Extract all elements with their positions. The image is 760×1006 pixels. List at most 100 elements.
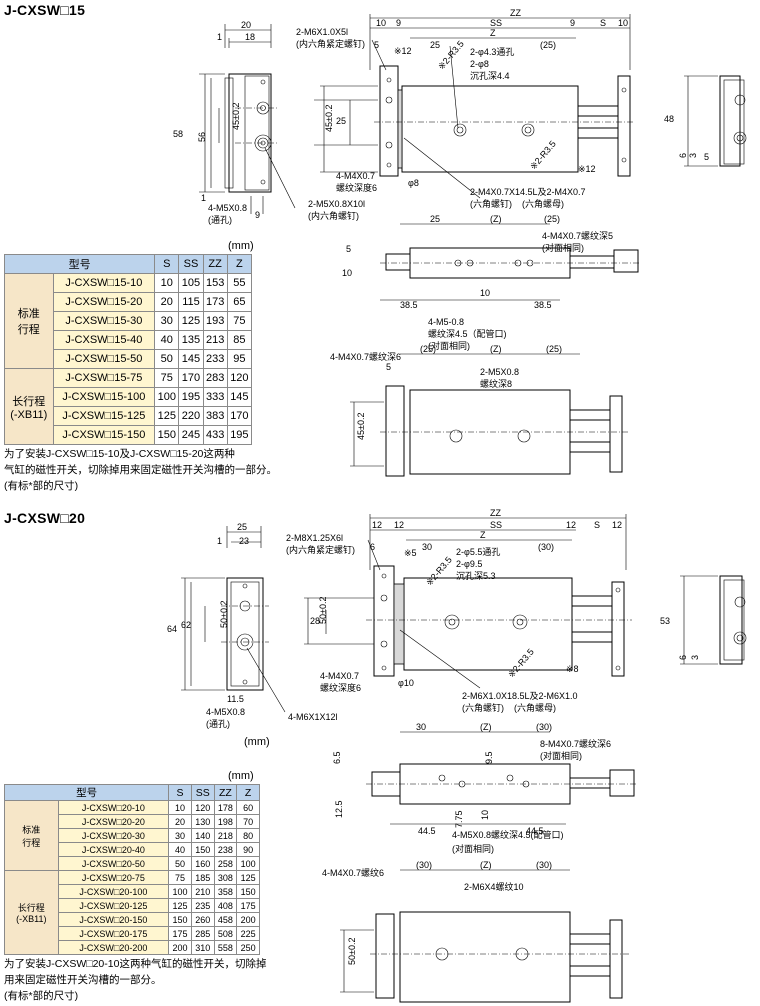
cell-value: 170 <box>178 368 204 388</box>
cell-value: 408 <box>213 898 238 913</box>
cell-value: 10 <box>168 800 192 815</box>
cell-value: 195 <box>226 425 253 445</box>
cell-value: 195 <box>178 387 204 407</box>
svg-text:5: 5 <box>374 40 379 50</box>
dim-28: 28 <box>310 616 320 626</box>
cell-value: 60 <box>236 800 260 815</box>
top-view-20: 30 (Z) (30) 6.5 12.5 9.5 44.5 44.5 7.75 … <box>332 722 636 836</box>
cell-value: 160 <box>190 856 215 871</box>
cell-value: 433 <box>202 425 228 445</box>
dim-zp3: (Z) <box>480 722 492 732</box>
cell-value: 210 <box>190 884 215 899</box>
dim-58: 58 <box>173 129 183 139</box>
cell-value: 285 <box>190 926 215 941</box>
dim-48: 48 <box>664 114 674 124</box>
label-m6-setscrew: 2-M6X1.0X5l(内六角紧定螺钉) <box>296 27 365 49</box>
group-standard-stroke: 标准行程 <box>4 800 59 871</box>
cell-value: 120 <box>226 368 253 388</box>
cell-value: 50 <box>154 349 180 369</box>
dim-445a: 44.5 <box>418 826 436 836</box>
dim-ss-20: SS <box>490 520 502 530</box>
label-m5-thru: 4-M5X0.8(通孔) <box>208 203 248 225</box>
cell-value: 200 <box>236 912 260 927</box>
dim-25a: 25 <box>430 40 440 50</box>
cell-model: J-CXSW□20-20 <box>57 814 170 829</box>
side-view-15: 20 1 18 58 56 45±0.2 1 9 <box>173 20 296 220</box>
cell-value: 175 <box>168 926 192 941</box>
dim-ss: SS <box>490 18 502 28</box>
cell-value: 458 <box>213 912 238 927</box>
dim-50b: 50±0.2 <box>318 597 328 624</box>
cell-value: 130 <box>190 814 215 829</box>
dim-385a: 38.5 <box>400 300 418 310</box>
dim-12c: 12 <box>566 520 576 530</box>
unit-label-15: (mm) <box>228 240 254 252</box>
cell-value: 218 <box>213 828 238 843</box>
label-m5-cap: 2-M5X0.8X10l(内六角螺钉) <box>308 199 366 221</box>
cell-value: 95 <box>226 349 253 369</box>
side-view-20: 25 1 23 64 62 50±0.2 11.5 <box>167 522 286 713</box>
label-m8-setscrew: 2-M8X1.25X6l(内六角紧定螺钉) <box>286 533 355 555</box>
cell-value: 178 <box>213 800 238 815</box>
label-m4-thread5: 4-M4X0.7螺纹深5(对面相同) <box>542 231 614 253</box>
dim-115: 11.5 <box>227 694 244 704</box>
dim-zz: ZZ <box>510 8 521 18</box>
cell-value: 220 <box>178 406 204 426</box>
cell-model: J-CXSW□20-10 <box>57 800 170 815</box>
cell-value: 105 <box>178 273 204 293</box>
dim-6b: 6 <box>678 655 688 660</box>
cell-value: 75 <box>154 368 180 388</box>
bottom-view-20: (30) (Z) (30) 50±0.2 <box>340 860 630 1003</box>
front-view-15: ZZ 10 9 9 SS S 10 Z 25 (25) 5 45±0.2 25 … <box>314 8 634 199</box>
dim-10c: 10 <box>480 288 490 298</box>
cell-value: 233 <box>202 349 228 369</box>
dim-12d: 12 <box>612 520 622 530</box>
col-header-ss-20: SS <box>190 784 215 801</box>
cell-value: 120 <box>190 800 215 815</box>
dim-25f: (25) <box>546 344 562 354</box>
cell-value: 333 <box>202 387 228 407</box>
cell-value: 508 <box>213 926 238 941</box>
dim-3: 3 <box>688 153 698 158</box>
dim-64: 64 <box>167 624 177 634</box>
dim-30s: (30) <box>536 860 552 870</box>
dim-zp4: (Z) <box>480 860 492 870</box>
unit-label-20: (mm) <box>228 770 254 782</box>
cell-value: 150 <box>168 912 192 927</box>
cell-model: J-CXSW□20-175 <box>57 926 170 941</box>
cell-value: 238 <box>213 842 238 857</box>
dim-50: 50±0.2 <box>219 601 229 628</box>
cell-value: 65 <box>226 292 253 312</box>
group-long-stroke: 长行程(-XB11) <box>4 870 59 955</box>
dim-25c: 25 <box>430 214 440 224</box>
dim-30q: (30) <box>536 722 552 732</box>
cell-model: J-CXSW□15-20 <box>52 292 156 312</box>
unit-mm-inline: (mm) <box>244 736 270 748</box>
dim-z-20: Z <box>480 530 486 540</box>
dim-6: 6 <box>370 542 375 552</box>
dim-10d: 10 <box>480 810 490 820</box>
cell-value: 125 <box>168 898 192 913</box>
dim-zz-20: ZZ <box>490 508 501 518</box>
cell-model: J-CXSW□15-10 <box>52 273 156 293</box>
dim-phi10: φ10 <box>398 678 414 688</box>
cell-value: 235 <box>190 898 215 913</box>
label-m4-s6-20: 4-M4X0.7螺纹6 <box>322 868 385 878</box>
group-standard-stroke: 标准行程 <box>4 273 54 369</box>
dim-s: S <box>600 18 606 28</box>
cell-model: J-CXSW□15-40 <box>52 330 156 350</box>
cell-model: J-CXSW□20-100 <box>57 884 170 899</box>
cell-model: J-CXSW□15-125 <box>52 406 156 426</box>
dim-23: 23 <box>239 536 249 546</box>
col-header-s-20: S <box>168 784 192 801</box>
dim-53: 53 <box>660 616 670 626</box>
cell-value: 125 <box>178 311 204 331</box>
dim-zp2: (Z) <box>490 344 502 354</box>
col-header-ss: SS <box>178 254 204 274</box>
dim-9: 9 <box>255 210 260 220</box>
col-header-zz-20: ZZ <box>213 784 238 801</box>
